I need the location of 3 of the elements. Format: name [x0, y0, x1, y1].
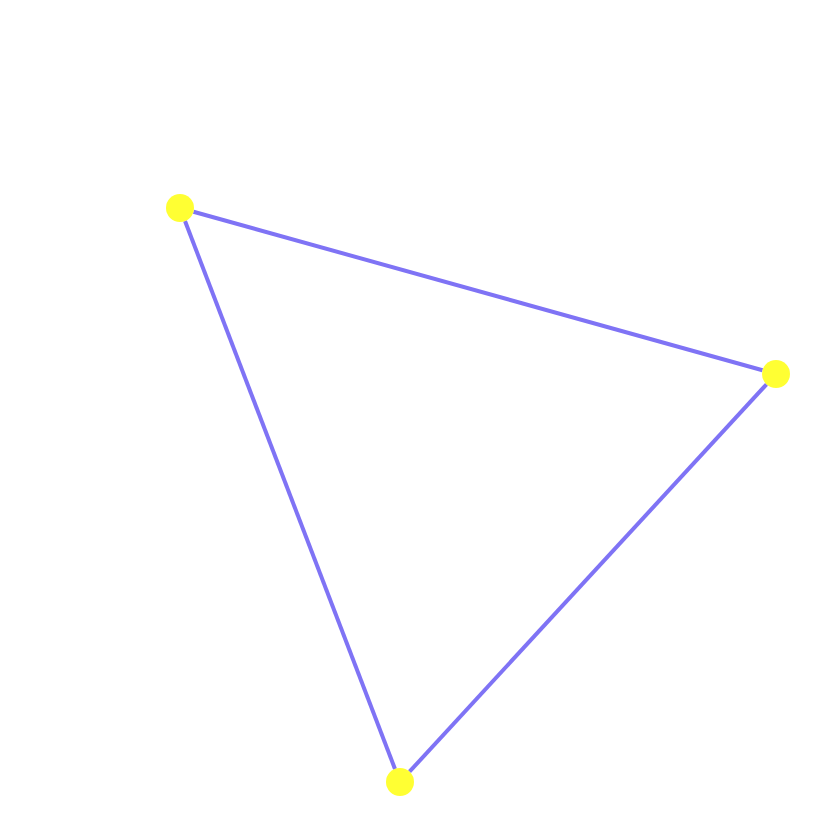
- connector-line: [192, 209, 764, 373]
- connector-line: [408, 382, 768, 774]
- connector-line: [183, 220, 397, 770]
